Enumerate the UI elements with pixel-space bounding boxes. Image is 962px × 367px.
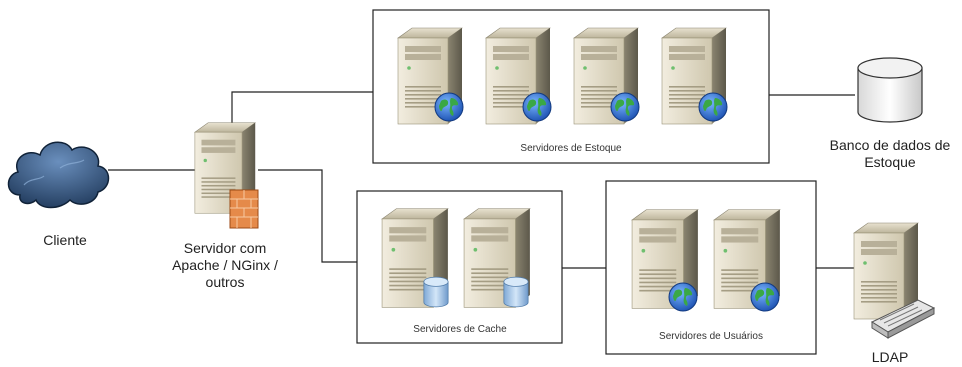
cache-server-1: [381, 208, 449, 308]
cylinder-icon: [503, 276, 529, 308]
link-proxy-estoque: [231, 91, 373, 135]
proxy-label-line-1: Servidor com: [183, 240, 267, 256]
cloud-icon: [7, 141, 110, 209]
group-box-usuarios: [605, 180, 817, 355]
estoque-server-1: [397, 27, 464, 125]
usuarios-server-1: [631, 209, 699, 312]
db-label-line-2: Estoque: [864, 154, 916, 170]
globe-icon: [698, 92, 728, 122]
estoque-server-4: [661, 27, 728, 125]
estoque-server-2: [485, 27, 552, 125]
cache-server-2: [463, 208, 531, 308]
group-label-estoque: Servidores de Estoque: [520, 143, 622, 154]
db-label-line-1: Banco de dados de: [829, 137, 951, 153]
estoque-server-3: [573, 27, 640, 125]
proxy-label-line-2: Apache / NGinx /: [172, 257, 278, 273]
group-label-usuarios: Servidores de Usuários: [659, 331, 763, 342]
ldap-label: LDAP: [871, 349, 909, 365]
cylinder-icon: [423, 276, 449, 308]
usuarios-server-2: [713, 209, 781, 312]
firewall-icon: [229, 189, 259, 229]
database-icon: [857, 57, 923, 123]
globe-icon: [610, 92, 640, 122]
group-label-cache: Servidores de Cache: [413, 324, 507, 335]
globe-icon: [522, 92, 552, 122]
db-label: Banco de dados de Estoque: [822, 137, 958, 171]
proxy-label: Servidor com Apache / NGinx / outros: [160, 240, 290, 291]
connection-lines: [108, 91, 860, 269]
ldap-device-icon: [870, 299, 936, 339]
globe-icon: [668, 282, 698, 312]
cliente-label: Cliente: [43, 232, 87, 248]
link-proxy-cache: [258, 169, 357, 263]
group-box-estoque: [372, 9, 770, 164]
globe-icon: [750, 282, 780, 312]
group-box-cache: [356, 190, 563, 344]
proxy-label-line-3: outros: [205, 274, 245, 290]
globe-icon: [434, 92, 464, 122]
